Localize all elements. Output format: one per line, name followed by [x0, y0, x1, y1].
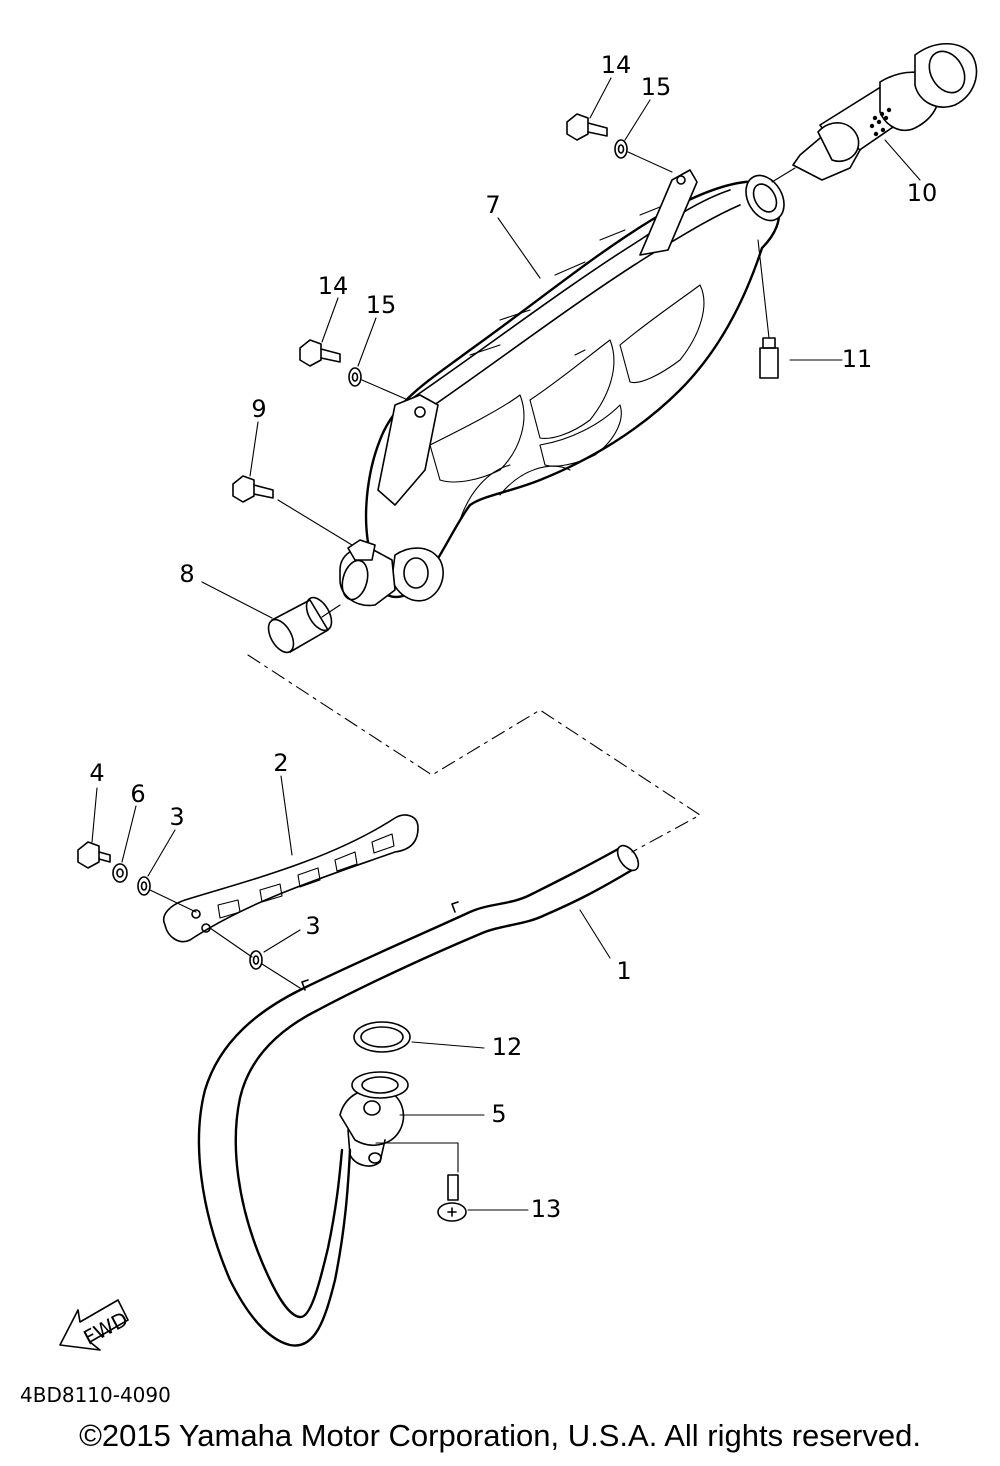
label-part-3-lower: 3 — [305, 912, 320, 940]
label-part-12: 12 — [492, 1033, 523, 1061]
copyright-notice: ©2015 Yamaha Motor Corporation, U.S.A. A… — [79, 1418, 921, 1453]
label-part-3-upper: 3 — [169, 803, 184, 831]
bolt-part-11[interactable] — [759, 337, 779, 379]
label-part-15-upper: 15 — [641, 73, 672, 101]
diagram-code: 4BD8110-4090 — [20, 1383, 171, 1407]
tailpipe-part-10[interactable] — [792, 43, 978, 181]
bolt-part-14-upper[interactable] — [566, 113, 608, 141]
label-part-13: 13 — [531, 1195, 562, 1223]
assembly-lines — [149, 151, 796, 1173]
label-part-11: 11 — [842, 345, 873, 373]
bolt-part-9[interactable] — [232, 475, 274, 503]
gasket-part-12[interactable] — [353, 1021, 411, 1053]
label-part-15-lower: 15 — [366, 291, 397, 319]
label-part-6: 6 — [130, 780, 145, 808]
gasket-part-8[interactable] — [263, 593, 336, 656]
bolt-part-14-lower[interactable] — [299, 339, 341, 367]
flange-part-5[interactable] — [339, 1071, 409, 1167]
bolt-part-13[interactable] — [437, 1174, 467, 1222]
callout-leaders — [91, 77, 921, 1211]
washer-part-6[interactable] — [112, 863, 128, 883]
label-part-14-upper: 14 — [601, 51, 632, 79]
label-part-10: 10 — [907, 179, 938, 207]
label-part-8: 8 — [179, 560, 194, 588]
muffler-part-7[interactable] — [338, 169, 791, 607]
label-part-14-lower: 14 — [318, 272, 349, 300]
label-part-9: 9 — [251, 395, 266, 423]
forward-arrow-icon: FWD — [59, 1299, 132, 1351]
label-part-2: 2 — [273, 749, 288, 777]
label-part-4: 4 — [89, 759, 104, 787]
part-labels: 14 15 7 10 14 15 11 9 8 4 6 3 2 3 1 12 5… — [89, 51, 937, 1223]
washer-part-3-lower[interactable] — [249, 950, 263, 970]
label-part-7: 7 — [485, 191, 500, 219]
washer-part-15-upper[interactable] — [614, 139, 628, 159]
washer-part-15-lower[interactable] — [348, 367, 362, 387]
protector-part-2[interactable] — [163, 814, 419, 943]
label-part-5: 5 — [491, 1100, 506, 1128]
washer-part-3-upper[interactable] — [137, 876, 151, 896]
exhaust-pipe-part-1[interactable] — [197, 842, 643, 1347]
label-part-1: 1 — [616, 957, 631, 985]
bolt-part-4[interactable] — [77, 841, 111, 869]
